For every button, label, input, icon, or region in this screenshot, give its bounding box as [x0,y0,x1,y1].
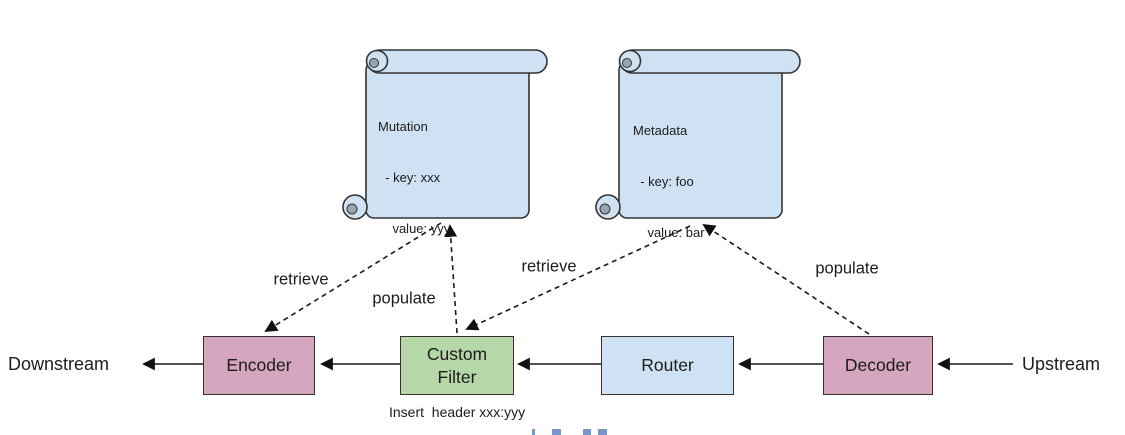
node-router: Router [601,336,734,395]
clipped-text-fragment [598,429,607,435]
edge-label-retrieve-filter: retrieve [521,257,577,276]
edge-label-retrieve-encoder: retrieve [273,270,329,289]
downstream-label: Downstream [8,354,110,374]
insert-header-caption: Insert header xxx:yyy [389,404,526,420]
mutation-note: Mutation - key: xxx value: yyy [378,84,450,271]
node-encoder-label: Encoder [226,355,292,375]
node-encoder: Encoder [203,336,315,395]
edge-mutation-retrieve-encoder [264,222,442,333]
metadata-note-title: Metadata [633,123,688,138]
metadata-note-key: - key: foo [633,174,694,189]
clipped-text-fragment [552,429,561,435]
clipped-text-fragment [583,429,591,435]
mutation-note-key: - key: xxx [378,170,441,185]
clipped-text-fragment [532,429,535,435]
node-decoder-label: Decoder [844,355,912,375]
edge-label-populate-mutation: populate [372,289,436,308]
node-decoder: Decoder [823,336,933,395]
edge-decoder-populate-metadata [702,223,870,335]
mutation-note-value: value: yyy [378,221,451,236]
node-custom-filter: Custom Filter [400,336,514,395]
edge-filter-populate-mutation [444,224,458,334]
metadata-note-value: value: bar [633,225,705,240]
node-router-label: Router [641,355,694,375]
metadata-note: Metadata - key: foo value: bar [633,88,705,275]
node-custom-filter-label: Custom Filter [426,343,488,387]
upstream-label: Upstream [1022,354,1101,374]
edge-label-populate-metadata: populate [815,259,879,278]
edge-metadata-retrieve-filter [465,225,691,331]
mutation-note-title: Mutation [378,119,428,134]
